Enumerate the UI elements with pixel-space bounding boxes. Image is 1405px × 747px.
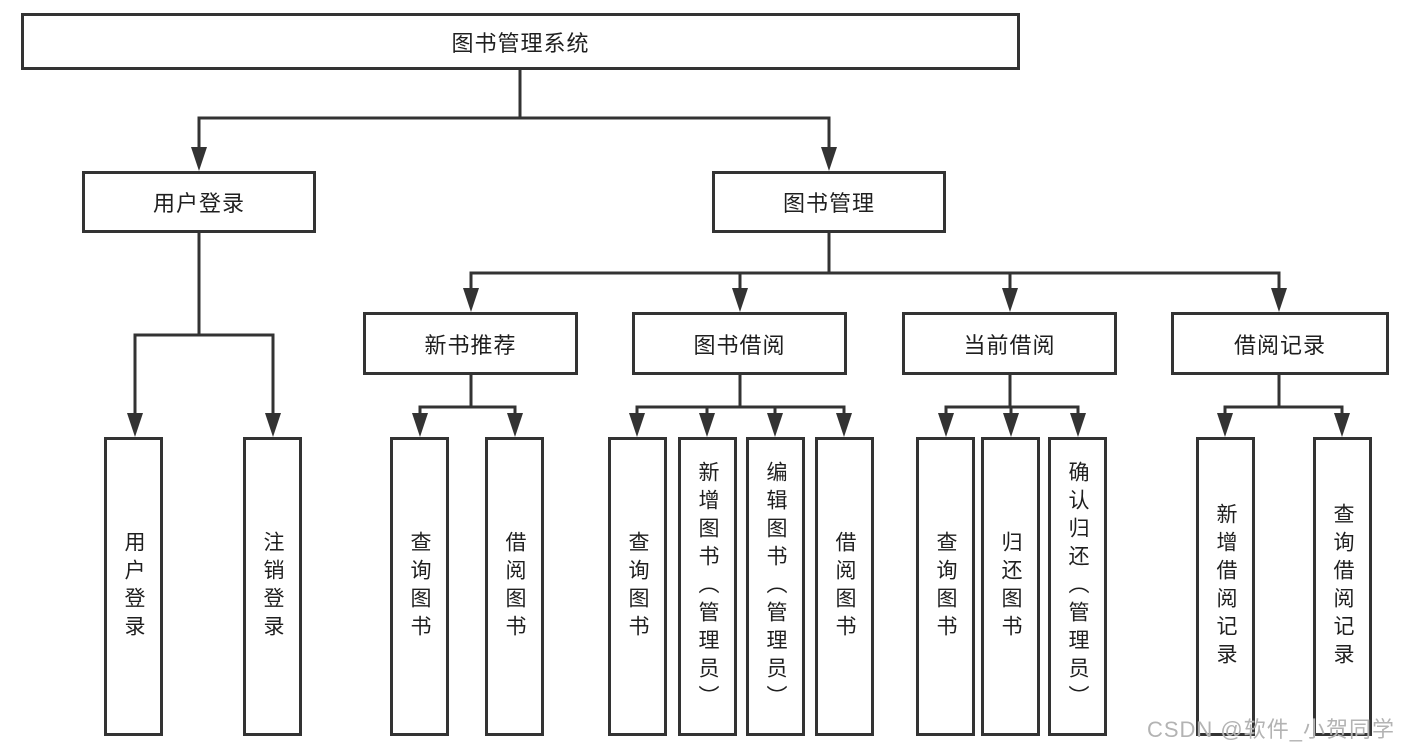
arrowhead-down-icon: [1217, 413, 1233, 437]
node-label: 图书管理系统: [451, 30, 590, 56]
leaf-query-borrow-record: 查询借阅记录: [1313, 437, 1372, 736]
arrowhead-down-icon: [1002, 288, 1018, 312]
arrowhead-down-icon: [836, 413, 852, 437]
edge-root-to-level2: [197, 70, 831, 150]
arrowhead-down-icon: [767, 413, 783, 437]
leaf-label: 确认归还（管理员）: [1066, 460, 1089, 713]
leaf-confirm-return-admin: 确认归还（管理员）: [1048, 437, 1107, 736]
edge-borrowing-records-to-leaves: [1223, 375, 1344, 418]
edge-new-book-recommendation-to-leaves: [418, 375, 517, 418]
node-book-management: 图书管理: [712, 171, 946, 233]
node-borrowing-records: 借阅记录: [1171, 312, 1389, 375]
node-book-borrowing: 图书借阅: [632, 312, 847, 375]
leaf-return-books: 归还图书: [981, 437, 1040, 736]
arrowhead-down-icon: [191, 147, 207, 171]
leaf-add-book-admin: 新增图书（管理员）: [678, 437, 737, 736]
leaf-label: 新增借阅记录: [1214, 502, 1237, 671]
node-label: 当前借阅: [963, 332, 1056, 358]
leaf-label: 查询图书: [626, 530, 649, 643]
arrowhead-down-icon: [1003, 413, 1019, 437]
leaf-label: 新增图书（管理员）: [696, 460, 719, 713]
leaf-label: 查询图书: [408, 530, 431, 643]
arrowhead-down-icon: [699, 413, 715, 437]
node-user-login: 用户登录: [82, 171, 316, 233]
edge-current-borrowing-to-leaves: [944, 375, 1080, 418]
arrowhead-down-icon: [412, 413, 428, 437]
leaf-label: 注销登录: [261, 530, 284, 643]
leaf-label: 借阅图书: [503, 530, 526, 643]
arrowhead-down-icon: [507, 413, 523, 437]
node-label: 用户登录: [152, 191, 245, 216]
node-library-management-system: 图书管理系统: [21, 13, 1020, 70]
leaf-user-login: 用户登录: [104, 437, 163, 736]
node-new-book-recommendation: 新书推荐: [363, 312, 578, 375]
csdn-watermark: CSDN @软件_小贺同学: [1146, 717, 1395, 742]
leaf-query-books-current: 查询图书: [916, 437, 975, 736]
leaf-logout: 注销登录: [243, 437, 302, 736]
arrowhead-down-icon: [938, 413, 954, 437]
arrowhead-down-icon: [463, 288, 479, 312]
arrowhead-down-icon: [265, 413, 281, 437]
arrowhead-down-icon: [1334, 413, 1350, 437]
leaf-label: 查询借阅记录: [1331, 502, 1354, 671]
leaf-label: 归还图书: [999, 530, 1022, 643]
node-label: 图书管理: [782, 191, 875, 216]
leaf-label: 借阅图书: [833, 530, 856, 643]
leaf-query-books-recommend: 查询图书: [390, 437, 449, 736]
arrowhead-down-icon: [127, 413, 143, 437]
node-label: 借阅记录: [1233, 332, 1326, 358]
leaf-label: 查询图书: [934, 530, 957, 643]
arrowhead-down-icon: [821, 147, 837, 171]
arrowhead-down-icon: [732, 288, 748, 312]
edge-book-borrowing-to-leaves: [635, 375, 846, 418]
arrowhead-down-icon: [629, 413, 645, 437]
leaf-borrow-books-recommend: 借阅图书: [485, 437, 544, 736]
leaf-edit-book-admin: 编辑图书（管理员）: [746, 437, 805, 736]
leaf-borrow-books-borrowing: 借阅图书: [815, 437, 874, 736]
leaf-label: 编辑图书（管理员）: [764, 460, 787, 713]
node-label: 新书推荐: [424, 332, 517, 358]
leaf-query-books-borrowing: 查询图书: [608, 437, 667, 736]
node-current-borrowing: 当前借阅: [902, 312, 1117, 375]
edge-book-management-to-level3: [469, 233, 1281, 292]
arrowhead-down-icon: [1070, 413, 1086, 437]
edge-user-login-to-leaves: [133, 233, 275, 418]
leaf-add-borrow-record: 新增借阅记录: [1196, 437, 1255, 736]
leaf-label: 用户登录: [122, 530, 145, 643]
node-label: 图书借阅: [693, 332, 786, 358]
arrowhead-down-icon: [1271, 288, 1287, 312]
